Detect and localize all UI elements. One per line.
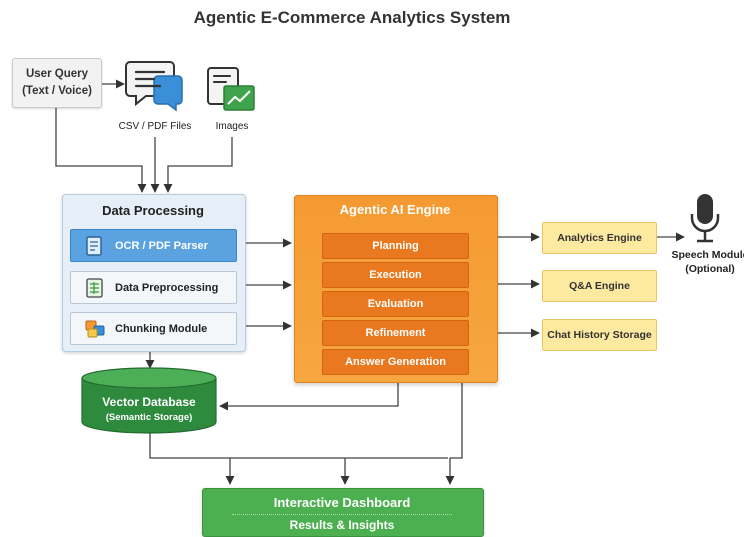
ocr-pdf-parser-label: OCR / PDF Parser bbox=[115, 239, 208, 252]
chunks-icon bbox=[85, 320, 105, 337]
data-preprocessing-label: Data Preprocessing bbox=[115, 281, 219, 294]
step-planning: Planning bbox=[322, 233, 469, 259]
arrow-query-to-processing bbox=[55, 107, 147, 193]
vector-database-subtitle: (Semantic Storage) bbox=[105, 412, 193, 423]
speech-module-optional: (Optional) bbox=[685, 263, 735, 275]
arrow-engine-to-db bbox=[219, 382, 399, 411]
chat-history-storage-box: Chat History Storage bbox=[542, 319, 657, 351]
user-query-sublabel: (Text / Voice) bbox=[22, 85, 92, 97]
dashboard-subtitle: Results & Insights bbox=[289, 518, 395, 532]
chunking-module: Chunking Module bbox=[70, 312, 237, 345]
arrow-engine-to-dashboard bbox=[445, 382, 463, 485]
spreadsheet-icon bbox=[86, 277, 103, 298]
ocr-pdf-parser: OCR / PDF Parser bbox=[70, 229, 237, 262]
arrow-db-to-dashboard bbox=[149, 432, 235, 485]
ai-engine-title: Agentic AI Engine bbox=[339, 202, 451, 217]
analytics-engine-box: Analytics Engine bbox=[542, 222, 657, 254]
document-icon bbox=[86, 235, 102, 256]
data-preprocessing: Data Preprocessing bbox=[70, 271, 237, 304]
vector-database-title: Vector Database bbox=[102, 395, 196, 409]
data-processing-title: Data Processing bbox=[102, 203, 204, 218]
step-execution: Execution bbox=[322, 262, 469, 288]
dashboard-divider bbox=[232, 514, 452, 515]
step-answer-generation: Answer Generation bbox=[322, 349, 469, 375]
step-refinement: Refinement bbox=[322, 320, 469, 346]
images-label: Images bbox=[215, 121, 249, 132]
speech-module-label: Speech Module (Optional) bbox=[660, 248, 744, 276]
arrow-images-to-processing bbox=[163, 137, 233, 193]
microphone-icon bbox=[690, 194, 720, 243]
image-chart-icon bbox=[207, 67, 255, 111]
vector-database-cylinder bbox=[81, 367, 217, 434]
dashboard-title: Interactive Dashboard bbox=[273, 495, 411, 510]
step-evaluation: Evaluation bbox=[322, 291, 469, 317]
user-query-label: User Query bbox=[25, 68, 88, 80]
speech-module-title: Speech Module bbox=[671, 249, 744, 261]
chunking-module-label: Chunking Module bbox=[115, 322, 208, 335]
user-query-box: User Query (Text / Voice) bbox=[12, 58, 102, 108]
csv-pdf-label: CSV / PDF Files bbox=[118, 121, 192, 132]
vector-database-text: Vector Database (Semantic Storage) bbox=[82, 395, 216, 423]
chat-document-icon bbox=[125, 61, 183, 112]
page-title: Agentic E-Commerce Analytics System bbox=[193, 8, 511, 27]
qa-engine-box: Q&A Engine bbox=[542, 270, 657, 302]
